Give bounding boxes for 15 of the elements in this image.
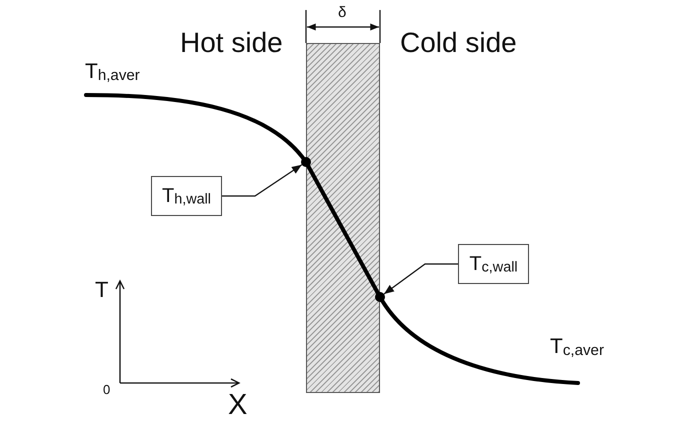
origin-label: 0 xyxy=(103,383,110,396)
temperature-label: T$_{c,aver}$ xyxy=(550,336,604,357)
callout-box xyxy=(151,176,222,216)
callout-text: T$_{h,wall}$ xyxy=(162,186,211,206)
temperature-label: T$_{h,aver}$ xyxy=(85,61,140,82)
axis-label: X xyxy=(228,391,248,420)
callout-box xyxy=(458,244,529,284)
side-label: Hot side xyxy=(180,29,283,57)
hatched-wall xyxy=(306,43,380,393)
side-label: Cold side xyxy=(400,29,517,57)
leader-line xyxy=(384,263,458,294)
axis-label: T xyxy=(95,279,108,301)
leader-line xyxy=(222,164,302,197)
dimension-label: δ xyxy=(338,5,346,20)
callout-text: T$_{c,wall}$ xyxy=(469,254,518,274)
